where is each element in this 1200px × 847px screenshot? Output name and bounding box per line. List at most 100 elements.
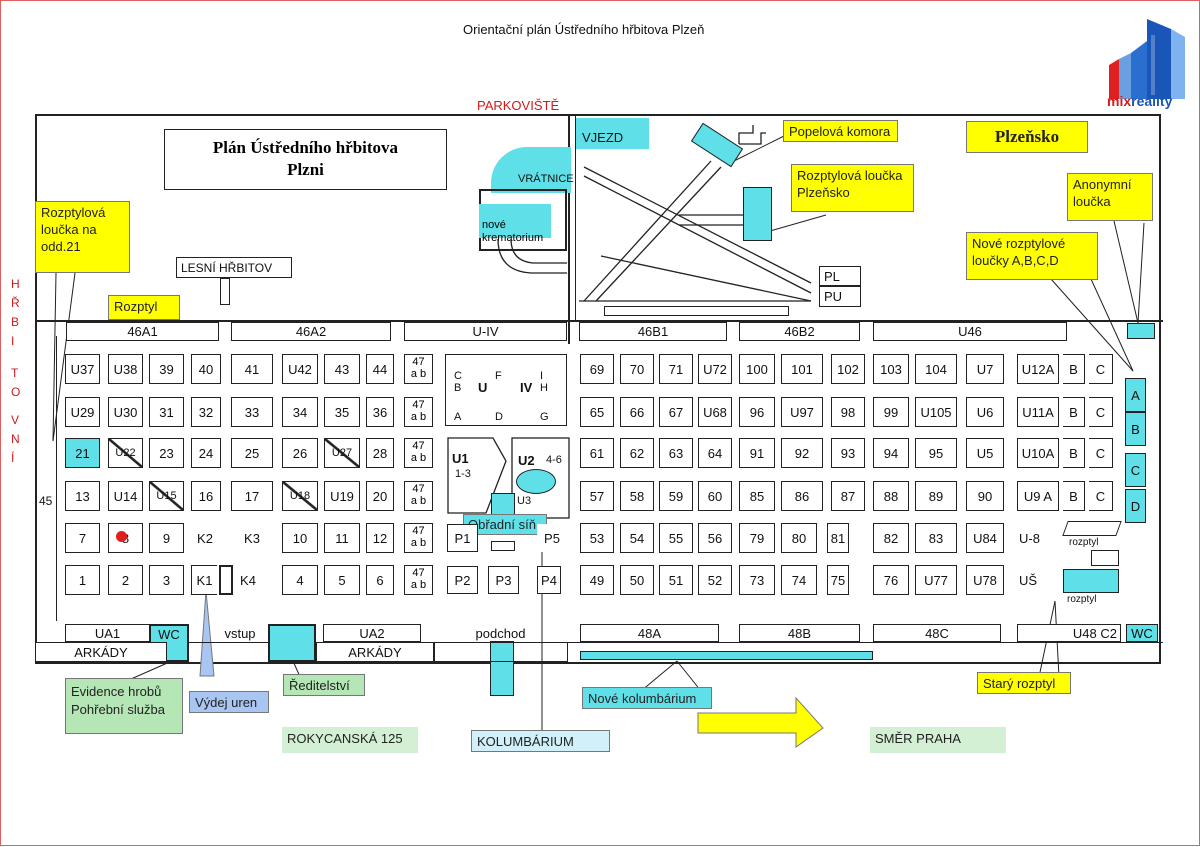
plot-b: B [1063, 354, 1085, 384]
plot-74: 74 [781, 565, 817, 595]
u1-name: U1 [452, 451, 469, 466]
plot-36: 36 [366, 397, 394, 427]
plot-98: 98 [831, 397, 865, 427]
u2-sub: 4-6 [546, 454, 562, 466]
plot-54: 54 [620, 523, 654, 553]
vratnice-label: VRÁTNICE [518, 173, 574, 185]
plot-5: 5 [324, 565, 360, 595]
u2-name: U2 [518, 453, 535, 468]
plot-u105: U105 [915, 397, 957, 427]
bottom-48a: 48A [580, 624, 719, 642]
entry-vjezd: VJEZD [576, 118, 649, 149]
plot-c: C [1089, 481, 1113, 511]
plot-55: 55 [659, 523, 693, 553]
divider-road [568, 114, 570, 344]
plot-40: 40 [191, 354, 221, 384]
plot-56: 56 [698, 523, 732, 553]
logo-text-reality: reality [1131, 93, 1173, 109]
plot-7: 7 [65, 523, 100, 553]
plot-9: 9 [149, 523, 184, 553]
arkady-right-2 [434, 642, 568, 662]
rozptyl-small-2: rozptyl [1067, 594, 1097, 605]
plot-99: 99 [873, 397, 909, 427]
stary-rozptyl-area [1063, 569, 1119, 593]
bottom-48b: 48B [739, 624, 860, 642]
plot-u11a: U11A [1017, 397, 1059, 427]
plzensko-label: Plzeňsko [966, 121, 1088, 153]
plot-64: 64 [698, 438, 732, 468]
obradni-note: Obřadní síň [463, 514, 547, 535]
plot-c: C [1089, 438, 1113, 468]
plot-u6: U6 [966, 397, 1004, 427]
plot-35: 35 [324, 397, 360, 427]
rozptylova-21-note: Rozptylová loučka na odd.21 [35, 201, 130, 273]
plot-31: 31 [149, 397, 184, 427]
long-bar-top [604, 306, 789, 316]
gatehouse [491, 147, 571, 193]
section-46a2: 46A2 [231, 322, 391, 341]
plot-65: 65 [580, 397, 614, 427]
plot-25: 25 [231, 438, 273, 468]
reditelstvi-note: Ředitelství [283, 674, 365, 696]
block-p4: P4 [537, 566, 561, 594]
logo-text: mixreality [1107, 93, 1172, 109]
plot-76: 76 [873, 565, 909, 595]
plot-95: 95 [915, 438, 957, 468]
plot-u14: U14 [108, 481, 143, 511]
loucka-d: D [1125, 489, 1146, 523]
plot-k1: K1 [191, 565, 217, 595]
plot-57: 57 [580, 481, 614, 511]
plot-u19: U19 [324, 481, 360, 511]
plot-66: 66 [620, 397, 654, 427]
logo-text-mix: mix [1107, 93, 1132, 109]
map-title: Orientační plán Ústředního hřbitova Plze… [463, 22, 705, 37]
plot-104: 104 [915, 354, 957, 384]
u1-sub: 1-3 [455, 468, 471, 480]
plot-u78: U78 [966, 565, 1004, 595]
plot-69: 69 [580, 354, 614, 384]
plot-62: 62 [620, 438, 654, 468]
bottom-road [35, 642, 1163, 643]
plot-k3: K3 [231, 523, 273, 553]
smer-praha-label: SMĚR PRAHA [870, 727, 1006, 753]
reditelstvi-building [268, 624, 316, 662]
plot-u9-a: U9 A [1017, 481, 1059, 511]
kolumbarium-label: KOLUMBÁRIUM [471, 730, 610, 752]
plot-60: 60 [698, 481, 732, 511]
p47-top: 47 [412, 356, 425, 368]
bottom-podchod: podchod [475, 625, 526, 641]
plot-6: 6 [366, 565, 394, 595]
plot-49: 49 [580, 565, 614, 595]
plot-80: 80 [781, 523, 817, 553]
plot-75: 75 [827, 565, 849, 595]
plot-70: 70 [620, 354, 654, 384]
lesni-hrbitov-sign: LESNÍ HŘBITOV [176, 257, 292, 278]
u-iv-letter: H [540, 382, 548, 394]
plot-61: 61 [580, 438, 614, 468]
cemetery-outline [35, 114, 1161, 664]
rozptyl-small-1: rozptyl [1069, 537, 1099, 548]
p47-top: 47 [412, 483, 425, 495]
p47-bottom: a b [410, 452, 427, 464]
side-text: H Ř B I T O V N Í [11, 277, 31, 470]
plot-92: 92 [781, 438, 823, 468]
plot-k2: K2 [191, 523, 219, 553]
pl-block: PL [819, 266, 861, 286]
plot-85: 85 [739, 481, 775, 511]
plot-u84: U84 [966, 523, 1004, 553]
plot-23: 23 [149, 438, 184, 468]
lesni-post [220, 278, 230, 305]
plot-u27: U27 [324, 438, 360, 468]
plot-39: 39 [149, 354, 184, 384]
plot-21: 21 [65, 438, 100, 468]
plot-94: 94 [873, 438, 909, 468]
k1-pillar [219, 565, 233, 595]
p47-top: 47 [412, 399, 425, 411]
plan-title-box: Plán Ústředního hřbitova Plzni [164, 129, 447, 190]
plot-102: 102 [831, 354, 865, 384]
plot-11: 11 [324, 523, 360, 553]
plot-67: 67 [659, 397, 693, 427]
plot-u37: U37 [65, 354, 100, 384]
